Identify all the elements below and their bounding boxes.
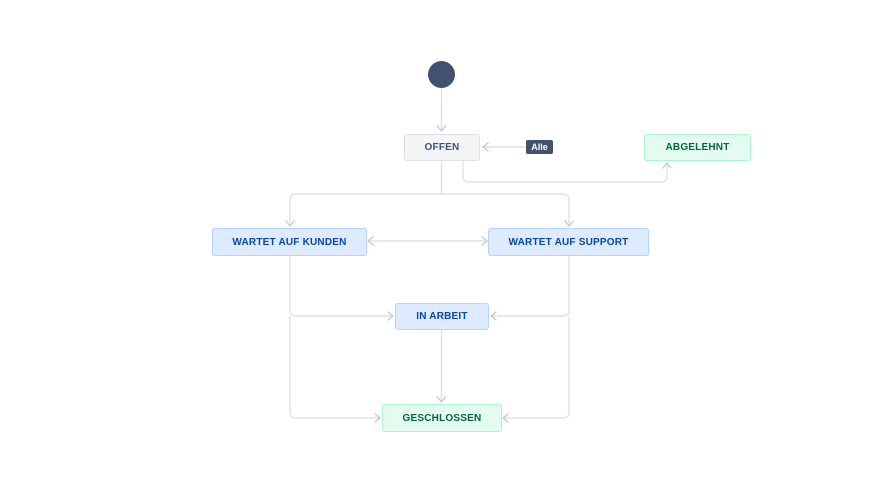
status-geschlossen[interactable]: GESCHLOSSEN bbox=[382, 404, 502, 432]
arrowhead-icon bbox=[285, 220, 295, 227]
status-in-arbeit[interactable]: IN ARBEIT bbox=[395, 303, 489, 330]
arrowhead-icon bbox=[367, 236, 374, 246]
arrowhead-icon bbox=[482, 142, 489, 152]
arrowhead-icon bbox=[502, 413, 509, 423]
arrowhead-icon bbox=[436, 396, 447, 403]
transition-offen-wartet-support[interactable] bbox=[441, 193, 570, 226]
transition-support-in-arbeit[interactable] bbox=[491, 256, 570, 317]
status-offen[interactable]: OFFEN bbox=[404, 134, 480, 161]
start-node[interactable] bbox=[428, 61, 455, 88]
arrowhead-icon bbox=[481, 236, 488, 246]
arrowhead-icon bbox=[490, 311, 497, 321]
transition-kunden-in-arbeit[interactable] bbox=[289, 256, 393, 317]
arrowhead-icon bbox=[387, 311, 394, 321]
status-abgelehnt[interactable]: ABGELEHNT bbox=[644, 134, 751, 161]
transition-kunden-geschlossen[interactable] bbox=[289, 316, 380, 419]
transition-offen-wartet-kunden[interactable] bbox=[289, 193, 442, 226]
transition-offen-abgelehnt[interactable] bbox=[462, 161, 668, 183]
status-wartet-auf-support[interactable]: WARTET AUF SUPPORT bbox=[488, 228, 649, 256]
transition-support-geschlossen[interactable] bbox=[503, 316, 570, 419]
global-transition-badge[interactable]: Alle bbox=[526, 140, 553, 154]
arrowhead-icon bbox=[662, 162, 672, 169]
arrowhead-icon bbox=[374, 413, 381, 423]
arrowhead-icon bbox=[564, 220, 574, 227]
status-wartet-auf-kunden[interactable]: WARTET AUF KUNDEN bbox=[212, 228, 367, 256]
arrowhead-icon bbox=[436, 125, 447, 132]
